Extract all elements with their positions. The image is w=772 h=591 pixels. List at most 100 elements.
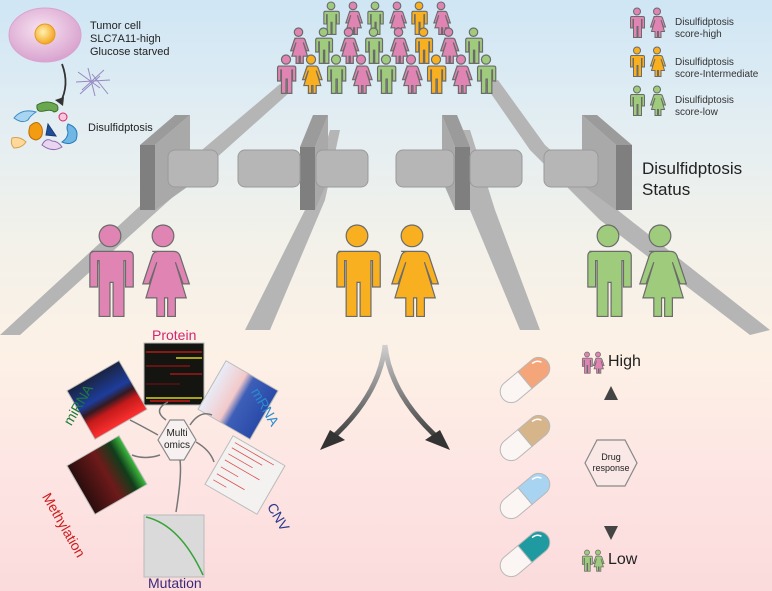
cell-fragments-icon [10,101,78,151]
legend-high-line2: score-high [675,29,722,40]
split-arrowhead-left [320,430,345,450]
pill-capsule-icon [499,530,551,578]
nucleus-icon [34,23,56,45]
status-label-line2: Status [642,180,691,199]
legend-intermediate: Disulfidptosis score-Intermediate [675,57,758,81]
crowd-person-icon [439,27,460,65]
crowd-person-icon [339,27,360,65]
sorting-boxes [167,149,599,188]
gate-4-face [616,145,632,210]
pill-capsule-icon [499,472,551,520]
multiomics-arrows [129,401,215,513]
crowd-person-icon [365,27,384,65]
gate-1-top [140,115,190,145]
group-intermediate-male-icon [336,224,381,318]
mrna-heatmap [197,360,279,440]
crowd-person-icon [465,27,484,65]
drug-response-line1: Drug [601,452,621,462]
group-high-male-icon [89,224,134,318]
cnv-heatmap [204,435,286,515]
gate-4-top [582,115,632,145]
road-right [485,80,770,335]
low-label: Low [608,551,638,568]
protein-label: Protein [152,327,197,343]
multiomics-center-line2: omics [163,440,191,451]
group-intermediate-female-icon [391,224,440,318]
split-arrowhead-right [425,430,450,450]
crowd-person-icon [276,54,297,94]
gate-2-top [300,115,328,147]
crowd-person-icon [401,54,423,94]
crowd-person-icon [415,27,434,65]
crowd-person-icon [345,1,364,36]
gate-3-face [455,147,470,210]
status-label-line1: Disulfidptosis [642,159,743,178]
legend-female-icon [649,46,667,77]
low-male-icon [581,549,593,572]
sort-box [315,149,369,188]
legend-intermediate-line1: Disulfidptosis [675,57,734,68]
gate-2-face [300,147,315,210]
drug-response-label: Drug response [585,452,637,474]
legend-low-line1: Disulfidptosis [675,95,734,106]
sort-box [543,149,599,188]
crowd-person-icon [389,1,408,36]
legend-female-icon [649,85,667,116]
legend-low-line2: score-low [675,107,718,118]
process-label: Disulfidptosis [88,122,153,134]
crowd-person-icon [315,27,334,65]
split-arrow-right [382,344,442,442]
legend-high-line1: Disulfidptosis [675,17,734,28]
sort-box [469,149,523,188]
group-low-male-icon [587,224,632,318]
pill-capsule-icon [499,414,551,462]
high-male-icon [581,351,593,374]
mutation-label: Mutation [148,575,202,591]
methylation-heatmap [66,435,148,515]
arrowhead-icon [55,97,64,106]
pill-capsule-icon [499,356,551,404]
crowd-person-icon [326,54,347,94]
high-label: High [608,353,641,370]
mirna-heatmap [66,360,148,440]
low-female-icon [592,549,605,572]
cell-description: Tumor cell SLC7A11-high Glucose starved [90,20,169,59]
crowd-person-icon [323,1,340,36]
crowd-person-icon [301,54,323,94]
cell-type-label: Tumor cell [90,20,141,32]
high-female-icon [592,351,605,374]
crowd-person-icon [476,54,497,94]
group-high-female-icon [142,224,191,318]
cell-condition-label: Glucose starved [90,46,170,58]
sort-box [395,149,455,188]
gate-3-top [442,115,470,147]
crowd-person-icon [433,1,452,36]
split-arrow-left [328,344,388,442]
status-label: Disulfidptosis Status [642,158,742,200]
multiomics-center-label: Multi omics [158,428,196,452]
legend-male-icon [630,46,645,77]
mutation-heatmap [143,514,205,578]
actin-network-icon [75,67,111,97]
crowd-person-icon [426,54,447,94]
crowd-person-icon [451,54,473,94]
multiomics-center-line1: Multi [166,428,188,439]
legend-female-icon [649,7,667,38]
gate-1-face [140,145,155,210]
sort-box [237,149,301,188]
legend-low: Disulfidptosis score-low [675,95,734,119]
drug-response-line2: response [592,463,630,473]
protein-heatmap [143,342,205,406]
crowd-person-icon [389,27,410,65]
group-low-female-icon [639,224,688,318]
crowd-person-icon [376,54,397,94]
legend-male-icon [630,85,645,116]
multiomics-hexagon [157,419,197,461]
sort-box [167,149,219,188]
arrow-down-head [604,526,618,540]
